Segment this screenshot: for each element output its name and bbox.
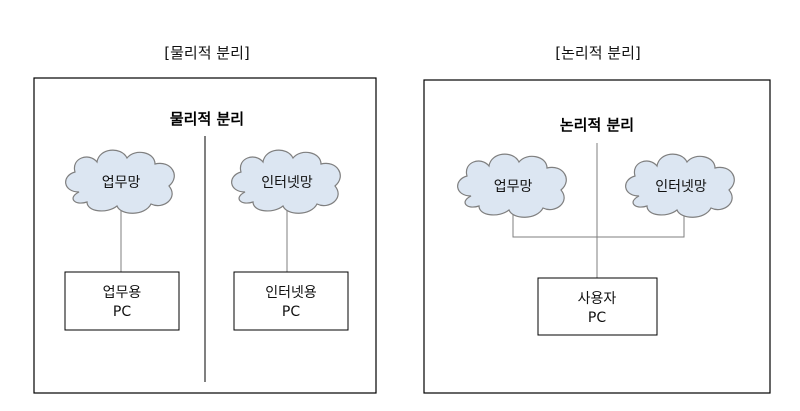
internet-pc-sublabel: PC (282, 304, 300, 320)
logical-internet-network-label: 인터넷망 (655, 179, 707, 195)
work-network-cloud: 업무망 (65, 149, 175, 214)
internet-network-cloud: 인터넷망 (231, 149, 341, 214)
logical-work-network-cloud: 업무망 (457, 153, 567, 218)
logical-separation-caption: [논리적 분리] (555, 44, 640, 62)
work-network-label: 업무망 (102, 175, 141, 191)
user-pc-sublabel: PC (588, 310, 606, 326)
internet-pc-label: 인터넷용 (265, 285, 317, 301)
internet-pc-box: 인터넷용 PC (233, 271, 349, 331)
logical-internet-network-cloud: 인터넷망 (625, 153, 735, 218)
logical-separation-title: 논리적 분리 (560, 116, 634, 134)
logical-bracket-line (512, 212, 685, 238)
work-pc-box: 업무용 PC (64, 271, 180, 331)
user-pc-box: 사용자 PC (537, 277, 658, 336)
logical-work-network-label: 업무망 (494, 179, 533, 195)
work-pc-sublabel: PC (113, 304, 131, 320)
physical-separation-frame (33, 77, 377, 394)
user-pc-label: 사용자 (578, 291, 617, 307)
logical-separation-frame (423, 79, 771, 394)
physical-separation-panel: [물리적 분리] 물리적 분리 업무망 인터넷망 업무용 PC 인터넷용 PC (33, 44, 377, 394)
logical-separation-panel: [논리적 분리] 논리적 분리 업무망 인터넷망 사용자 PC (423, 44, 771, 394)
work-pc-label: 업무용 (103, 285, 142, 301)
internet-network-label: 인터넷망 (261, 175, 313, 191)
physical-separation-title: 물리적 분리 (170, 110, 244, 128)
physical-separation-caption: [물리적 분리] (164, 44, 249, 62)
